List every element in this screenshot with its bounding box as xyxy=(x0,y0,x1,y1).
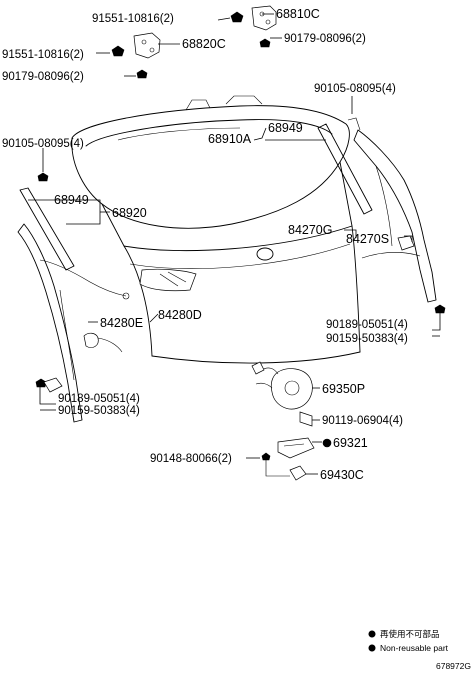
label-84270g: 84270G xyxy=(288,223,332,237)
non-reusable-dot-icon xyxy=(368,644,376,652)
label-68949-a: 68949 xyxy=(268,121,303,135)
hinge-68810c xyxy=(230,5,277,48)
label-90148-80066: 90148-80066(2) xyxy=(150,453,232,465)
label-90159-50383-left: 90159-50383(4) xyxy=(58,405,140,417)
label-90179-08096-b: 90179-08096(2) xyxy=(2,71,84,83)
label-69321: 69321 xyxy=(333,436,368,450)
label-90105-08095-b: 90105-08095(4) xyxy=(2,138,84,150)
label-84280e: 84280E xyxy=(100,316,143,330)
part-labels: 68810C 91551-10816(2) 90179-08096(2) 688… xyxy=(2,7,408,482)
label-84270s: 84270S xyxy=(346,232,389,246)
striker-69321 xyxy=(277,437,332,459)
label-90105-08095-a: 90105-08095(4) xyxy=(314,83,396,95)
leader-lines xyxy=(28,13,441,475)
label-69430c: 69430C xyxy=(320,468,364,482)
cover-69430c xyxy=(261,452,307,481)
label-69350p: 69350P xyxy=(322,382,365,396)
label-68810c: 68810C xyxy=(276,7,320,21)
right-stay-assembly xyxy=(317,117,446,314)
legend: 再使用不可部品 Non-reusable part 678972G xyxy=(368,629,471,671)
label-84280d: 84280D xyxy=(158,308,202,322)
label-68920: 68920 xyxy=(112,206,147,220)
label-91551-10816-b: 91551-10816(2) xyxy=(2,49,84,61)
label-68820c: 68820C xyxy=(182,37,226,51)
label-90119-06904: 90119-06904(4) xyxy=(322,415,403,427)
label-90159-50383-right: 90159-50383(4) xyxy=(326,333,408,345)
label-90189-05051-right: 90189-05051(4) xyxy=(326,319,408,331)
label-68949-b: 68949 xyxy=(54,193,89,207)
label-90179-08096-a: 90179-08096(2) xyxy=(284,33,366,45)
label-90189-05051-left: 90189-05051(4) xyxy=(58,393,140,405)
label-68910a: 68910A xyxy=(208,132,252,146)
label-91551-10816-a: 91551-10816(2) xyxy=(92,13,174,25)
hinge-68820c xyxy=(111,32,161,79)
legend-line-english: Non-reusable part xyxy=(380,643,449,653)
non-reusable-dot-icon xyxy=(368,630,376,638)
back-door-panel xyxy=(71,95,361,364)
left-stay-assembly xyxy=(17,172,130,423)
lock-assembly-69350p xyxy=(251,361,313,427)
legend-line-japanese: 再使用不可部品 xyxy=(380,629,440,639)
diagram-code: 678972G xyxy=(436,661,471,671)
